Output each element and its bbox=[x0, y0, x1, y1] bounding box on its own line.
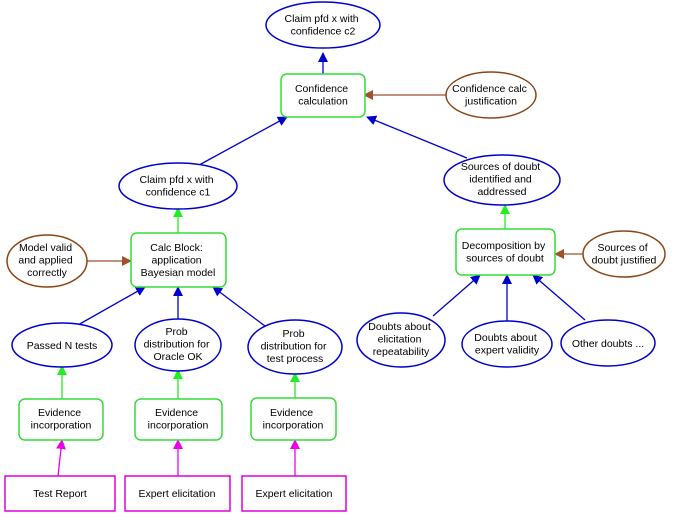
evidence-incorporation-2-shape bbox=[134, 398, 223, 441]
calc-block-shape bbox=[130, 232, 227, 288]
edge-claim-c1-to-calc bbox=[189, 116, 288, 171]
claim-top-label: Claim pfd x with confidence c2 bbox=[284, 13, 361, 38]
expert-elicitation-1-label: Expert elicitation bbox=[138, 488, 215, 500]
confidence-calc-justification-shape bbox=[445, 71, 537, 119]
prob-test-process-label: Prob distribution for test process bbox=[261, 328, 330, 365]
sources-of-doubt-shape bbox=[443, 154, 561, 206]
model-valid-shape bbox=[6, 234, 88, 288]
calc-block-label: Calc Block: application Bayesian model bbox=[141, 242, 216, 279]
confidence-calculation-label: Confidence calculation bbox=[295, 83, 351, 108]
claim-c1-label: Claim pfd x with confidence c1 bbox=[139, 174, 216, 199]
evidence-incorporation-1-label: Evidence incorporation bbox=[31, 407, 92, 432]
edge-testproc-to-calcblock bbox=[212, 286, 266, 327]
doubts-expert-label: Doubts about expert validity bbox=[474, 332, 540, 357]
edge-testreport-to-evidence1 bbox=[56, 439, 66, 477]
other-doubts-shape bbox=[560, 319, 656, 367]
evidence-incorporation-2-label: Evidence incorporation bbox=[148, 407, 209, 432]
edge-elicitation-to-decomp bbox=[432, 274, 481, 317]
prob-oracle-label: Prob distribution for Oracle OK bbox=[144, 326, 213, 363]
evidence-incorporation-3-label: Evidence incorporation bbox=[263, 407, 324, 432]
expert-elicitation-1-shape bbox=[124, 475, 231, 512]
doubts-elicitation-label: Doubts about elicitation repeatability bbox=[368, 321, 433, 358]
sources-justified-label: Sources of doubt justified bbox=[592, 242, 657, 267]
passed-n-tests-shape bbox=[11, 322, 113, 368]
edge-sources-to-calc bbox=[366, 115, 468, 159]
evidence-incorporation-3-shape bbox=[250, 397, 337, 441]
confidence-calculation-shape bbox=[280, 73, 366, 118]
other-doubts-label: Other doubts ... bbox=[572, 338, 644, 350]
edge-other-to-decomp bbox=[532, 274, 586, 321]
expert-elicitation-2-shape bbox=[241, 475, 347, 512]
test-report-shape bbox=[4, 475, 116, 512]
doubts-elicitation-shape bbox=[356, 312, 446, 368]
confidence-calc-justification-label: Confidence calc justification bbox=[452, 83, 530, 108]
sources-justified-shape bbox=[582, 230, 666, 278]
prob-oracle-shape bbox=[134, 318, 222, 372]
model-valid-label: Model valid and applied correctly bbox=[18, 242, 75, 279]
decomposition-shape bbox=[455, 228, 556, 276]
evidence-incorporation-1-shape bbox=[18, 398, 104, 441]
passed-n-tests-label: Passed N tests bbox=[27, 340, 98, 352]
claim-top-shape bbox=[265, 1, 381, 49]
prob-test-process-shape bbox=[247, 319, 343, 375]
edge-passed-to-calcblock bbox=[77, 286, 146, 326]
claim-c1-shape bbox=[118, 162, 238, 210]
decomposition-label: Decomposition by sources of doubt bbox=[462, 240, 548, 265]
doubts-expert-shape bbox=[461, 320, 553, 368]
test-report-label: Test Report bbox=[33, 488, 87, 500]
sources-of-doubt-label: Sources of doubt identified and addresse… bbox=[461, 161, 543, 198]
expert-elicitation-2-label: Expert elicitation bbox=[255, 488, 332, 500]
